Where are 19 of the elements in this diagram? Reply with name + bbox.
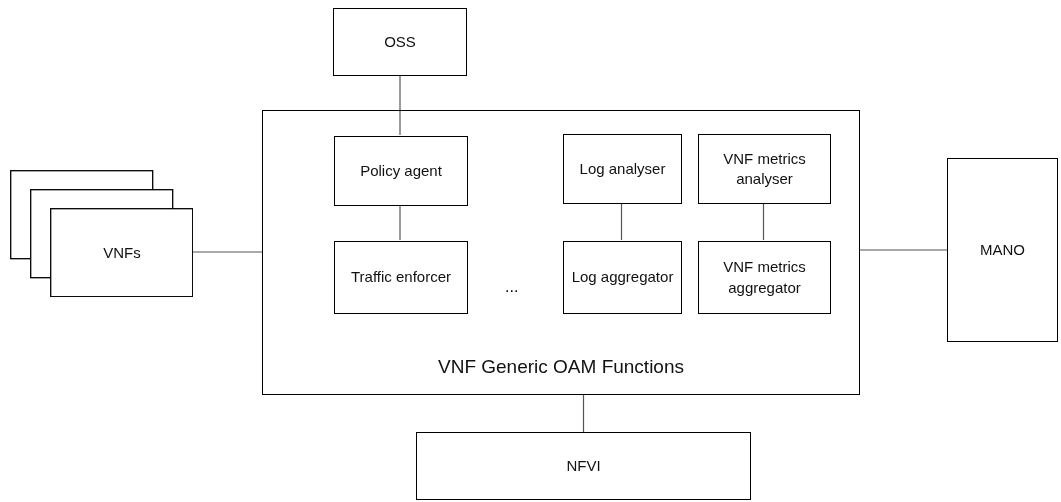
connector-line (762, 202, 765, 241)
connector-line (620, 202, 623, 241)
process-box: OSS (333, 8, 467, 76)
connector-line (582, 394, 585, 433)
group-box (262, 110, 860, 395)
process-box: Policy agent (334, 136, 468, 206)
process-box: Log analyser (563, 134, 682, 204)
group-title: VNF Generic OAM Functions (437, 355, 685, 380)
connector-line (399, 75, 401, 136)
connector-line (399, 204, 401, 241)
ellipsis-note: ... (505, 278, 519, 296)
process-box: NFVI (416, 432, 751, 500)
connector-line (192, 251, 263, 253)
process-box: VNF metrics analyser (698, 134, 831, 204)
process-box: MANO (947, 158, 1058, 342)
connector-line (859, 249, 948, 251)
process-box: VNF metrics aggregator (698, 241, 831, 314)
process-box: Traffic enforcer (334, 241, 468, 314)
process-box: Log aggregator (563, 241, 682, 314)
